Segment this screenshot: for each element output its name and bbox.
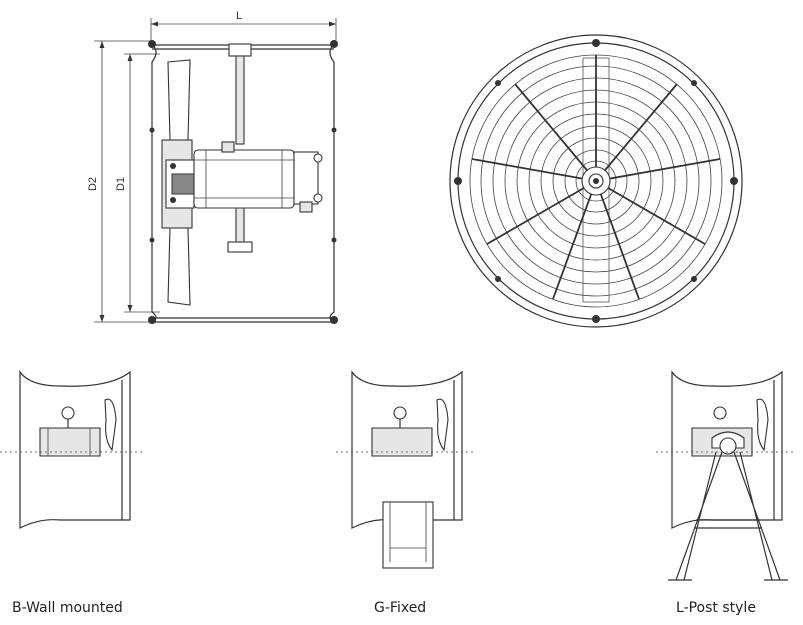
- motor-body: [193, 141, 323, 213]
- caption-name: -Wall mounted: [21, 600, 123, 616]
- variant-fixed-drawing: [336, 370, 476, 569]
- caption-post-style: L-Post style: [676, 600, 756, 616]
- caption-code: G: [374, 600, 385, 616]
- guard-spokes: [471, 55, 721, 300]
- caption-code: B: [12, 600, 22, 616]
- caption-fixed: G-Fixed: [374, 600, 426, 616]
- variant-wall-mounted-drawing: [0, 370, 145, 529]
- caption-wall-mounted: B-Wall mounted: [12, 600, 123, 616]
- caption-code: L: [676, 600, 684, 616]
- inner-diameter-dimension: D1: [115, 53, 160, 313]
- outer-diameter-dimension: D2: [87, 40, 150, 323]
- hub: [165, 159, 195, 209]
- caption-name: -Fixed: [384, 600, 427, 616]
- outer-diameter-label: D2: [87, 177, 99, 191]
- length-label: L: [236, 10, 242, 22]
- mounting-bolts: [454, 39, 738, 323]
- caption-name: -Post style: [683, 600, 756, 616]
- inner-diameter-label: D1: [115, 177, 127, 191]
- housing-frame: [148, 40, 338, 324]
- variant-post-style-drawing: [656, 370, 796, 581]
- front-view: [449, 34, 743, 328]
- side-view: L D2 D1: [87, 10, 338, 324]
- length-dimension: L: [150, 10, 337, 44]
